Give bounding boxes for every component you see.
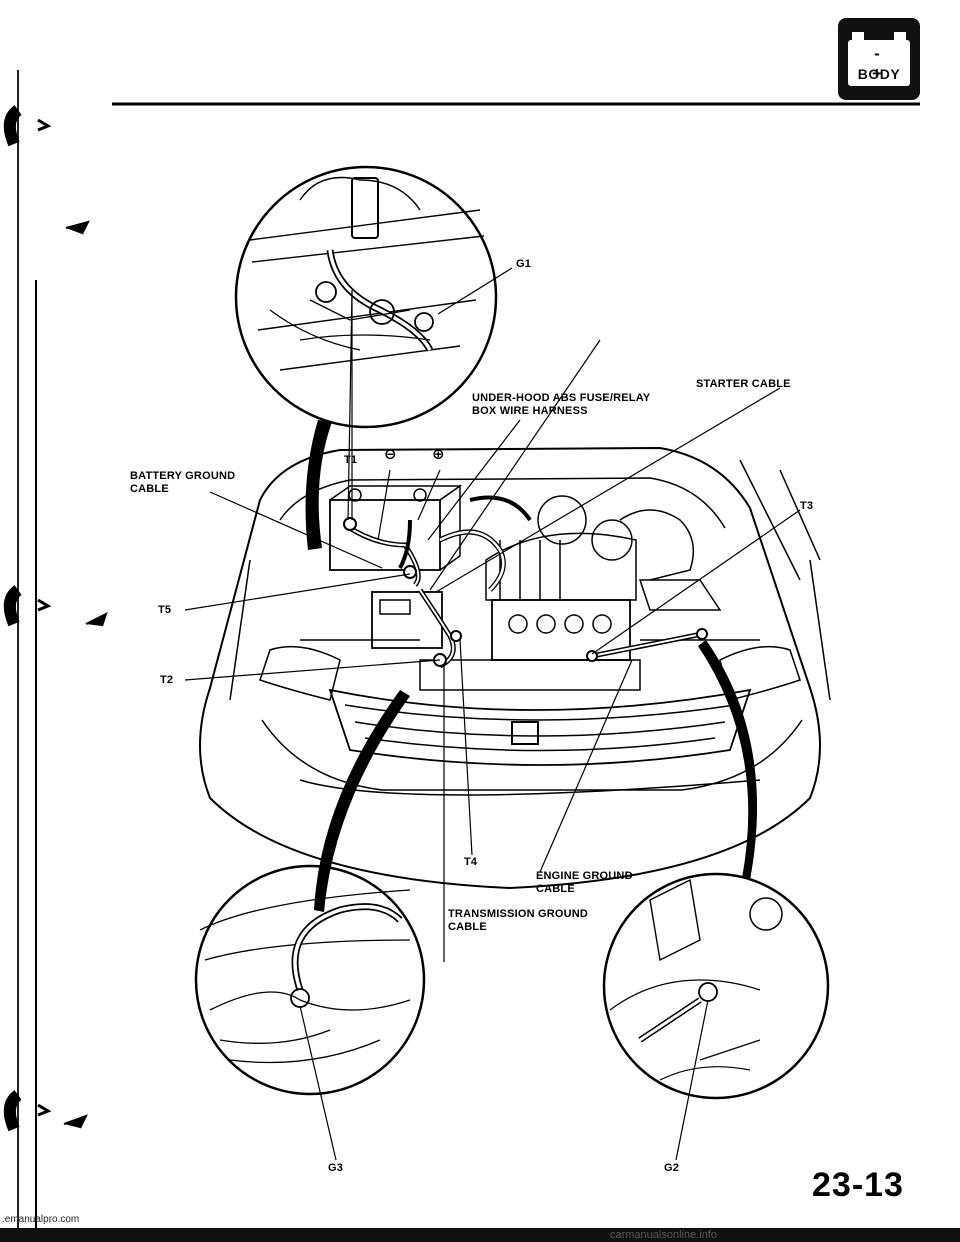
label-g2: G2 bbox=[664, 1162, 680, 1174]
page-number: 23-13 bbox=[812, 1166, 904, 1204]
source-url[interactable]: .emanualpro.com bbox=[2, 1214, 80, 1225]
g2-callout-tail bbox=[698, 640, 758, 880]
tick-bottom bbox=[37, 1103, 52, 1117]
label-starter-cable: STARTER CABLE bbox=[696, 378, 791, 390]
label-g3: G3 bbox=[328, 1162, 344, 1174]
battery-terminal-left bbox=[852, 32, 864, 41]
g1-callout-tail bbox=[305, 420, 332, 550]
section-arrow-3 bbox=[63, 1114, 89, 1129]
g1-inset-circle bbox=[234, 165, 498, 429]
label-t4: T4 bbox=[464, 856, 478, 868]
binding-mark-bottom bbox=[3, 1090, 22, 1132]
label-t1: T1 bbox=[344, 454, 358, 466]
binding-mark-mid bbox=[3, 585, 22, 627]
tick-top bbox=[37, 118, 52, 132]
label-plus-terminal: ⊕ bbox=[432, 446, 445, 463]
label-engine-ground-cable: ENGINE GROUND CABLE bbox=[536, 870, 633, 895]
g2-inset-circle bbox=[602, 872, 830, 1100]
label-transmission-ground-cable: TRANSMISSION GROUND CABLE bbox=[448, 908, 589, 933]
ground-cables bbox=[343, 517, 708, 669]
g1-leader bbox=[437, 267, 513, 315]
g3-leader bbox=[299, 1005, 337, 1161]
label-minus-terminal: ⊖ bbox=[384, 446, 397, 463]
footer-watermark: carmanualsonline.info bbox=[610, 1229, 718, 1241]
leader-lines bbox=[429, 339, 601, 591]
binding-mark-top bbox=[3, 105, 22, 147]
label-t5: T5 bbox=[158, 604, 172, 616]
battery-terminal-right bbox=[894, 32, 906, 41]
label-t3: T3 bbox=[800, 500, 814, 512]
label-t2: T2 bbox=[160, 674, 174, 686]
body-section-badge: -+ BODY bbox=[838, 18, 920, 100]
g2-leader bbox=[675, 999, 709, 1161]
badge-body-label: BODY bbox=[857, 66, 901, 82]
battery-icon: -+ BODY bbox=[848, 40, 910, 86]
badge-signs: -+ bbox=[872, 44, 900, 83]
g3-inset-circle bbox=[194, 864, 426, 1096]
g3-callout-tail bbox=[314, 690, 410, 912]
section-arrow-2 bbox=[85, 612, 108, 627]
label-abs-harness: UNDER-HOOD ABS FUSE/RELAY BOX WIRE HARNE… bbox=[472, 392, 651, 417]
label-battery-ground-cable: BATTERY GROUND CABLE bbox=[130, 470, 236, 495]
vehicle-engine-bay bbox=[199, 446, 831, 890]
section-arrow-1 bbox=[65, 220, 90, 235]
tick-mid bbox=[37, 598, 52, 612]
footer-band bbox=[0, 1228, 960, 1242]
callout-leaders bbox=[184, 290, 801, 962]
label-g1: G1 bbox=[516, 258, 532, 270]
